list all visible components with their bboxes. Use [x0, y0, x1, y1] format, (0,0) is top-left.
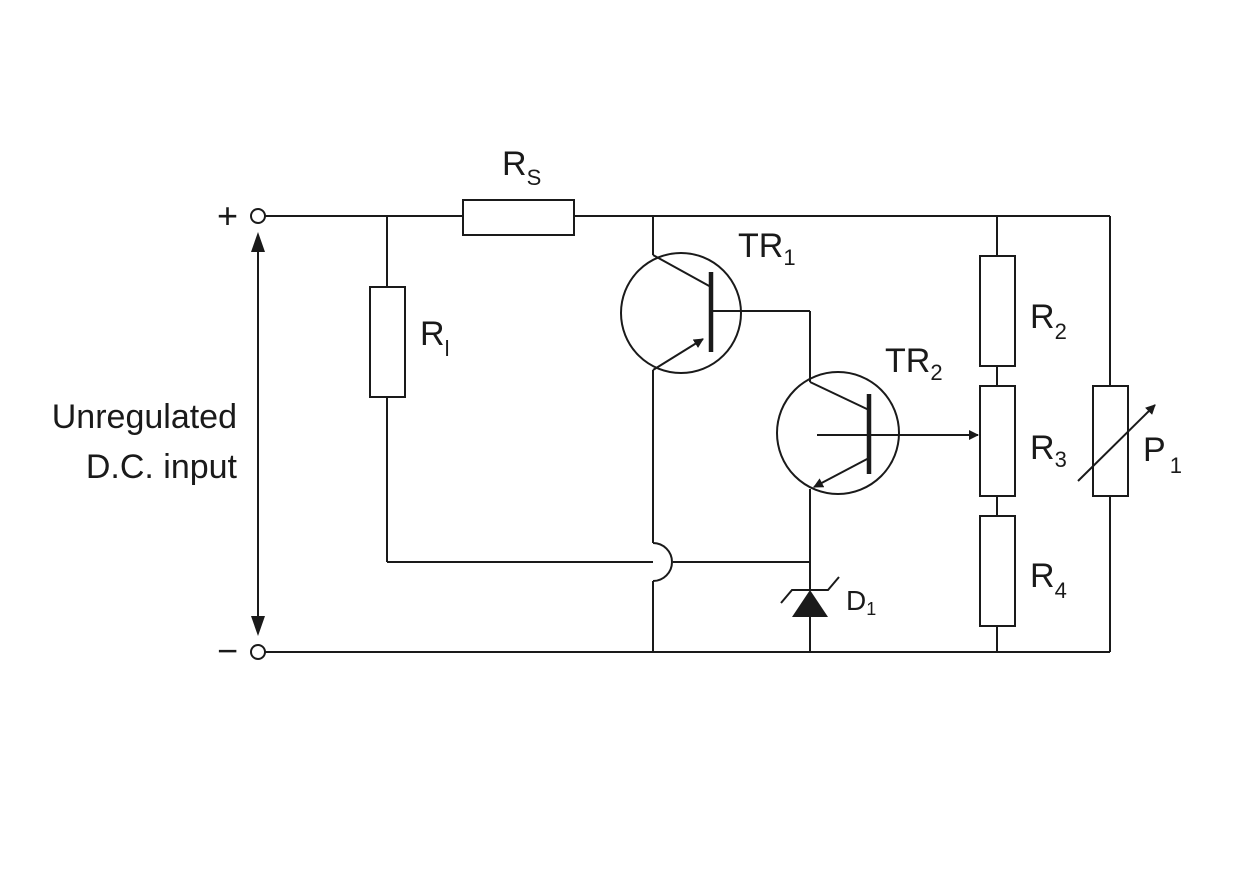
label-r1: Rl	[420, 315, 449, 361]
label-tr1: TR1	[738, 227, 796, 270]
minus-sign: −	[217, 630, 238, 671]
label-r2: R2	[1030, 298, 1067, 344]
tr1-emitter-wire	[652, 370, 673, 652]
resistor-r4	[979, 515, 1016, 627]
input-voltage-arrow	[251, 232, 265, 636]
label-r4: R4	[1030, 557, 1067, 603]
resistor-r2	[979, 255, 1016, 367]
positive-terminal	[250, 208, 266, 224]
negative-terminal	[250, 644, 266, 660]
zener-diode-d1	[780, 576, 840, 652]
resistor-r1	[369, 286, 406, 398]
label-r3: R3	[1030, 429, 1067, 472]
input-label-line1: Unregulated	[52, 398, 237, 436]
label-d1: D1	[846, 585, 876, 619]
variable-resistor-p1	[1077, 216, 1156, 652]
label-tr2: TR2	[885, 342, 943, 385]
transistor-tr2	[776, 371, 979, 590]
transistor-tr1	[620, 216, 811, 382]
resistor-rs	[462, 199, 575, 236]
label-rs: RS	[502, 145, 541, 190]
plus-sign: +	[217, 195, 238, 236]
resistor-r3	[979, 385, 1016, 497]
input-label-line2: D.C. input	[86, 448, 238, 486]
